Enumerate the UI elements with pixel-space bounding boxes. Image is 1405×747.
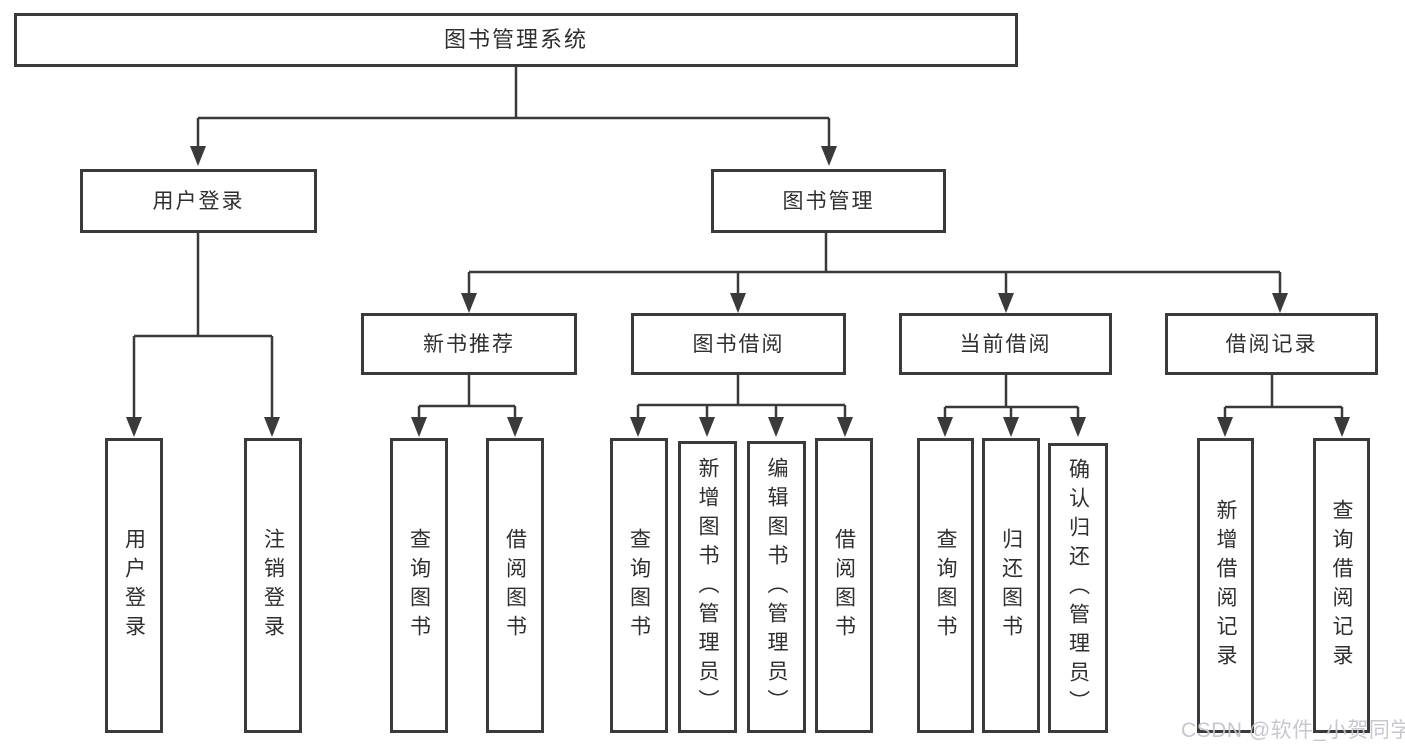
connector-book-borrow-trunk [638,375,845,407]
leaf-query-borrow-record: 查询借阅记录 [1313,438,1370,733]
node-book-borrow: 图书借阅 [631,313,846,375]
watermark: CSDN @软件_小贺同学 [1181,719,1405,742]
leaf-query-books-3: 查询图书 [917,438,974,733]
leaf-borrow-books-1: 借阅图书 [486,438,544,733]
leaf-add-borrow-record: 新增借阅记录 [1197,438,1254,733]
connector-root-trunk [198,67,829,120]
connector-book-management-trunk [469,233,1280,274]
leaf-edit-book-admin: 编辑图书（管理员） [747,441,806,733]
connector-borrow-records-trunk [1225,375,1342,409]
node-user-login: 用户登录 [80,169,317,233]
node-root: 图书管理系统 [14,13,1018,67]
node-borrow-records: 借阅记录 [1165,313,1378,375]
leaf-query-books-2: 查询图书 [610,438,668,733]
leaf-user-login: 用户登录 [105,438,163,733]
node-new-book-recommend: 新书推荐 [361,313,577,375]
leaf-confirm-return-admin: 确认归还（管理员） [1048,443,1108,733]
leaf-return-books: 归还图书 [982,438,1040,733]
leaf-query-books-1: 查询图书 [390,438,448,733]
leaf-borrow-books-2: 借阅图书 [815,438,873,733]
node-book-management: 图书管理 [711,169,946,233]
connector-user-login-trunk [134,233,272,338]
leaf-add-book-admin: 新增图书（管理员） [678,441,737,733]
connector-current-borrow-trunk [945,375,1078,409]
leaf-logout: 注销登录 [244,438,302,733]
connector-new-book-recommend-trunk [419,375,515,408]
node-current-borrow: 当前借阅 [899,313,1112,375]
